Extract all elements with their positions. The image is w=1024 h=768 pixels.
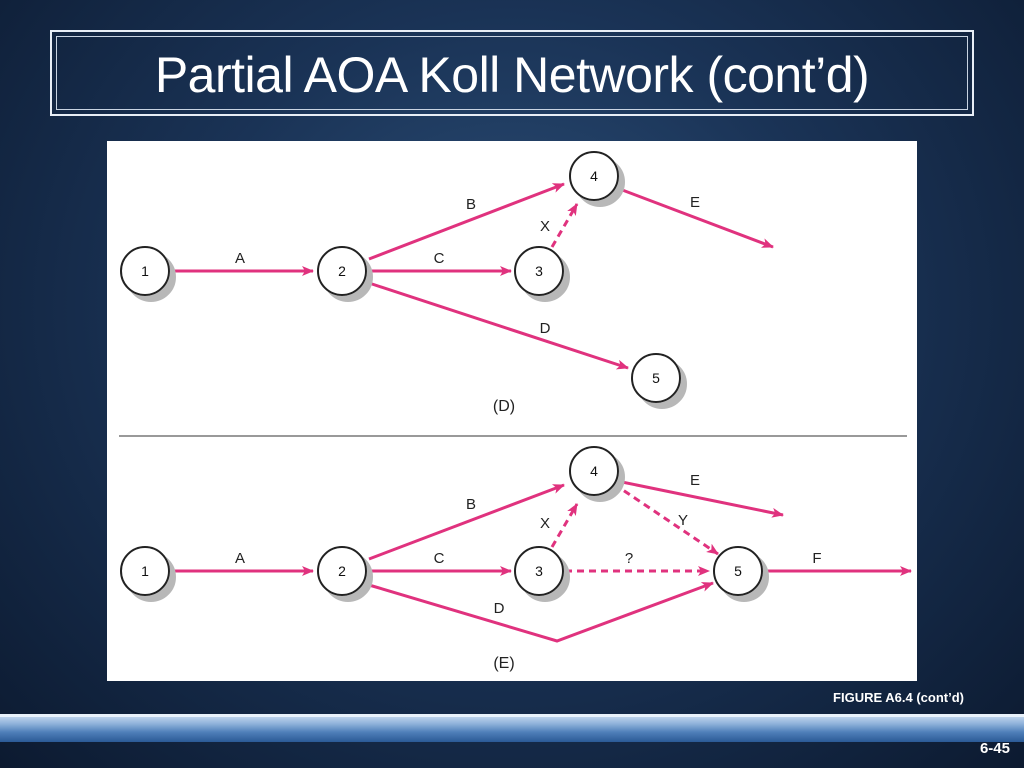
node-label-4: 4 <box>590 463 598 479</box>
activity-arrow-e <box>616 479 784 518</box>
activity-arrow-y <box>613 482 719 556</box>
node-2 <box>317 246 367 296</box>
network-diagram: A B C D X E 1 2 3 4 5 (D) A B C D X? Y E F 1 2 3 4 5 (E) <box>119 151 912 672</box>
node-label-1: 1 <box>141 563 149 579</box>
activity-arrow-d <box>368 581 714 643</box>
activity-label-d: D <box>540 320 551 337</box>
activity-label-x: X <box>540 218 550 235</box>
slide-title: Partial AOA Koll Network (cont’d) <box>154 47 870 103</box>
node-2 <box>317 546 367 596</box>
figure-caption: FIGURE A6.4 (cont’d) <box>833 690 964 705</box>
activity-label-y: Y <box>678 512 688 529</box>
footer-highlight-line <box>0 714 1024 717</box>
footer-band <box>0 714 1024 742</box>
activity-label-unknown: ? <box>625 550 633 567</box>
node-label-2: 2 <box>338 563 346 579</box>
title-frame: Partial AOA Koll Network (cont’d) <box>50 30 974 116</box>
activity-label-e: E <box>690 194 700 211</box>
node-1 <box>120 546 170 596</box>
activity-arrow-e <box>616 186 774 249</box>
node-4 <box>569 151 619 201</box>
activity-label-c: C <box>434 550 445 567</box>
node-1 <box>120 246 170 296</box>
node-label-3: 3 <box>535 263 543 279</box>
node-3 <box>514 246 564 296</box>
activity-label-b: B <box>466 496 476 513</box>
activity-label-a: A <box>235 550 245 567</box>
activity-label-d: D <box>494 600 505 617</box>
node-4 <box>569 446 619 496</box>
activity-label-e: E <box>690 472 700 489</box>
activity-arrow-x <box>550 503 579 548</box>
node-label-3: 3 <box>535 563 543 579</box>
node-5 <box>713 546 763 596</box>
activity-arrow-b <box>368 483 565 561</box>
activity-label-x: X <box>540 515 550 532</box>
node-3 <box>514 546 564 596</box>
node-5 <box>631 353 681 403</box>
activity-label-b: B <box>466 196 476 213</box>
activity-arrow-x <box>550 203 579 248</box>
page-number: 6-45 <box>979 740 1010 757</box>
activity-label-f: F <box>812 550 821 567</box>
network-d: A B C D X E 1 2 3 4 5 (D) <box>120 151 774 415</box>
panel-label-e: (E) <box>493 655 514 672</box>
node-label-4: 4 <box>590 168 598 184</box>
activity-arrow-b <box>368 182 565 261</box>
activity-arrow-d <box>368 281 629 370</box>
title-frame-inner <box>56 36 968 110</box>
network-e: A B C D X? Y E F 1 2 3 4 5 (E) <box>120 446 912 672</box>
node-label-5: 5 <box>734 563 742 579</box>
node-label-2: 2 <box>338 263 346 279</box>
panel-label-d: (D) <box>493 398 515 415</box>
node-label-5: 5 <box>652 370 660 386</box>
activity-label-c: C <box>434 250 445 267</box>
activity-label-a: A <box>235 250 245 267</box>
figure-panel: A B C D X E 1 2 3 4 5 (D) A B C D X? Y E F 1 2 3 4 5 (E) <box>107 141 917 681</box>
node-label-1: 1 <box>141 263 149 279</box>
